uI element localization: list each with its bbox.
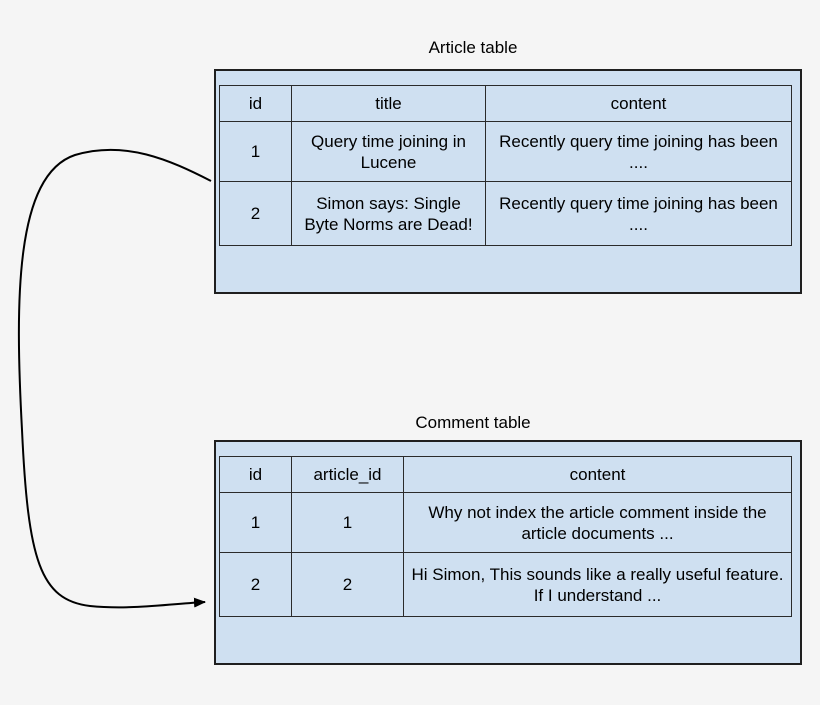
article-row2-title: Simon says: Single Byte Norms are Dead! xyxy=(291,181,486,246)
table-row: 2 Simon says: Single Byte Norms are Dead… xyxy=(219,181,792,246)
table-row: 2 2 Hi Simon, This sounds like a really … xyxy=(219,552,792,617)
comment-table-caption: Comment table xyxy=(415,413,531,432)
article-table-caption: Article table xyxy=(428,38,518,57)
article-row2-id: 2 xyxy=(219,181,292,246)
comment-table: id article_id content 1 1 Why not index … xyxy=(219,456,792,617)
article-table: id title content 1 Query time joining in… xyxy=(219,85,792,246)
comment-col-id-header: id xyxy=(219,456,292,493)
relation-arrow-line xyxy=(17,148,212,609)
article-col-id-header: id xyxy=(219,85,292,122)
article-row2-content: Recently query time joining has been ...… xyxy=(485,181,792,246)
article-col-content-header: content xyxy=(485,85,792,122)
article-row1-content: Recently query time joining has been ...… xyxy=(485,121,792,182)
comment-row1-content: Why not index the article comment inside… xyxy=(403,492,792,553)
comment-row2-article-id: 2 xyxy=(291,552,404,617)
table-row: 1 1 Why not index the article comment in… xyxy=(219,492,792,553)
comment-row2-content: Hi Simon, This sounds like a really usef… xyxy=(403,552,792,617)
table-row: 1 Query time joining in Lucene Recently … xyxy=(219,121,792,182)
article-row1-title: Query time joining in Lucene xyxy=(291,121,486,182)
comment-row2-id: 2 xyxy=(219,552,292,617)
